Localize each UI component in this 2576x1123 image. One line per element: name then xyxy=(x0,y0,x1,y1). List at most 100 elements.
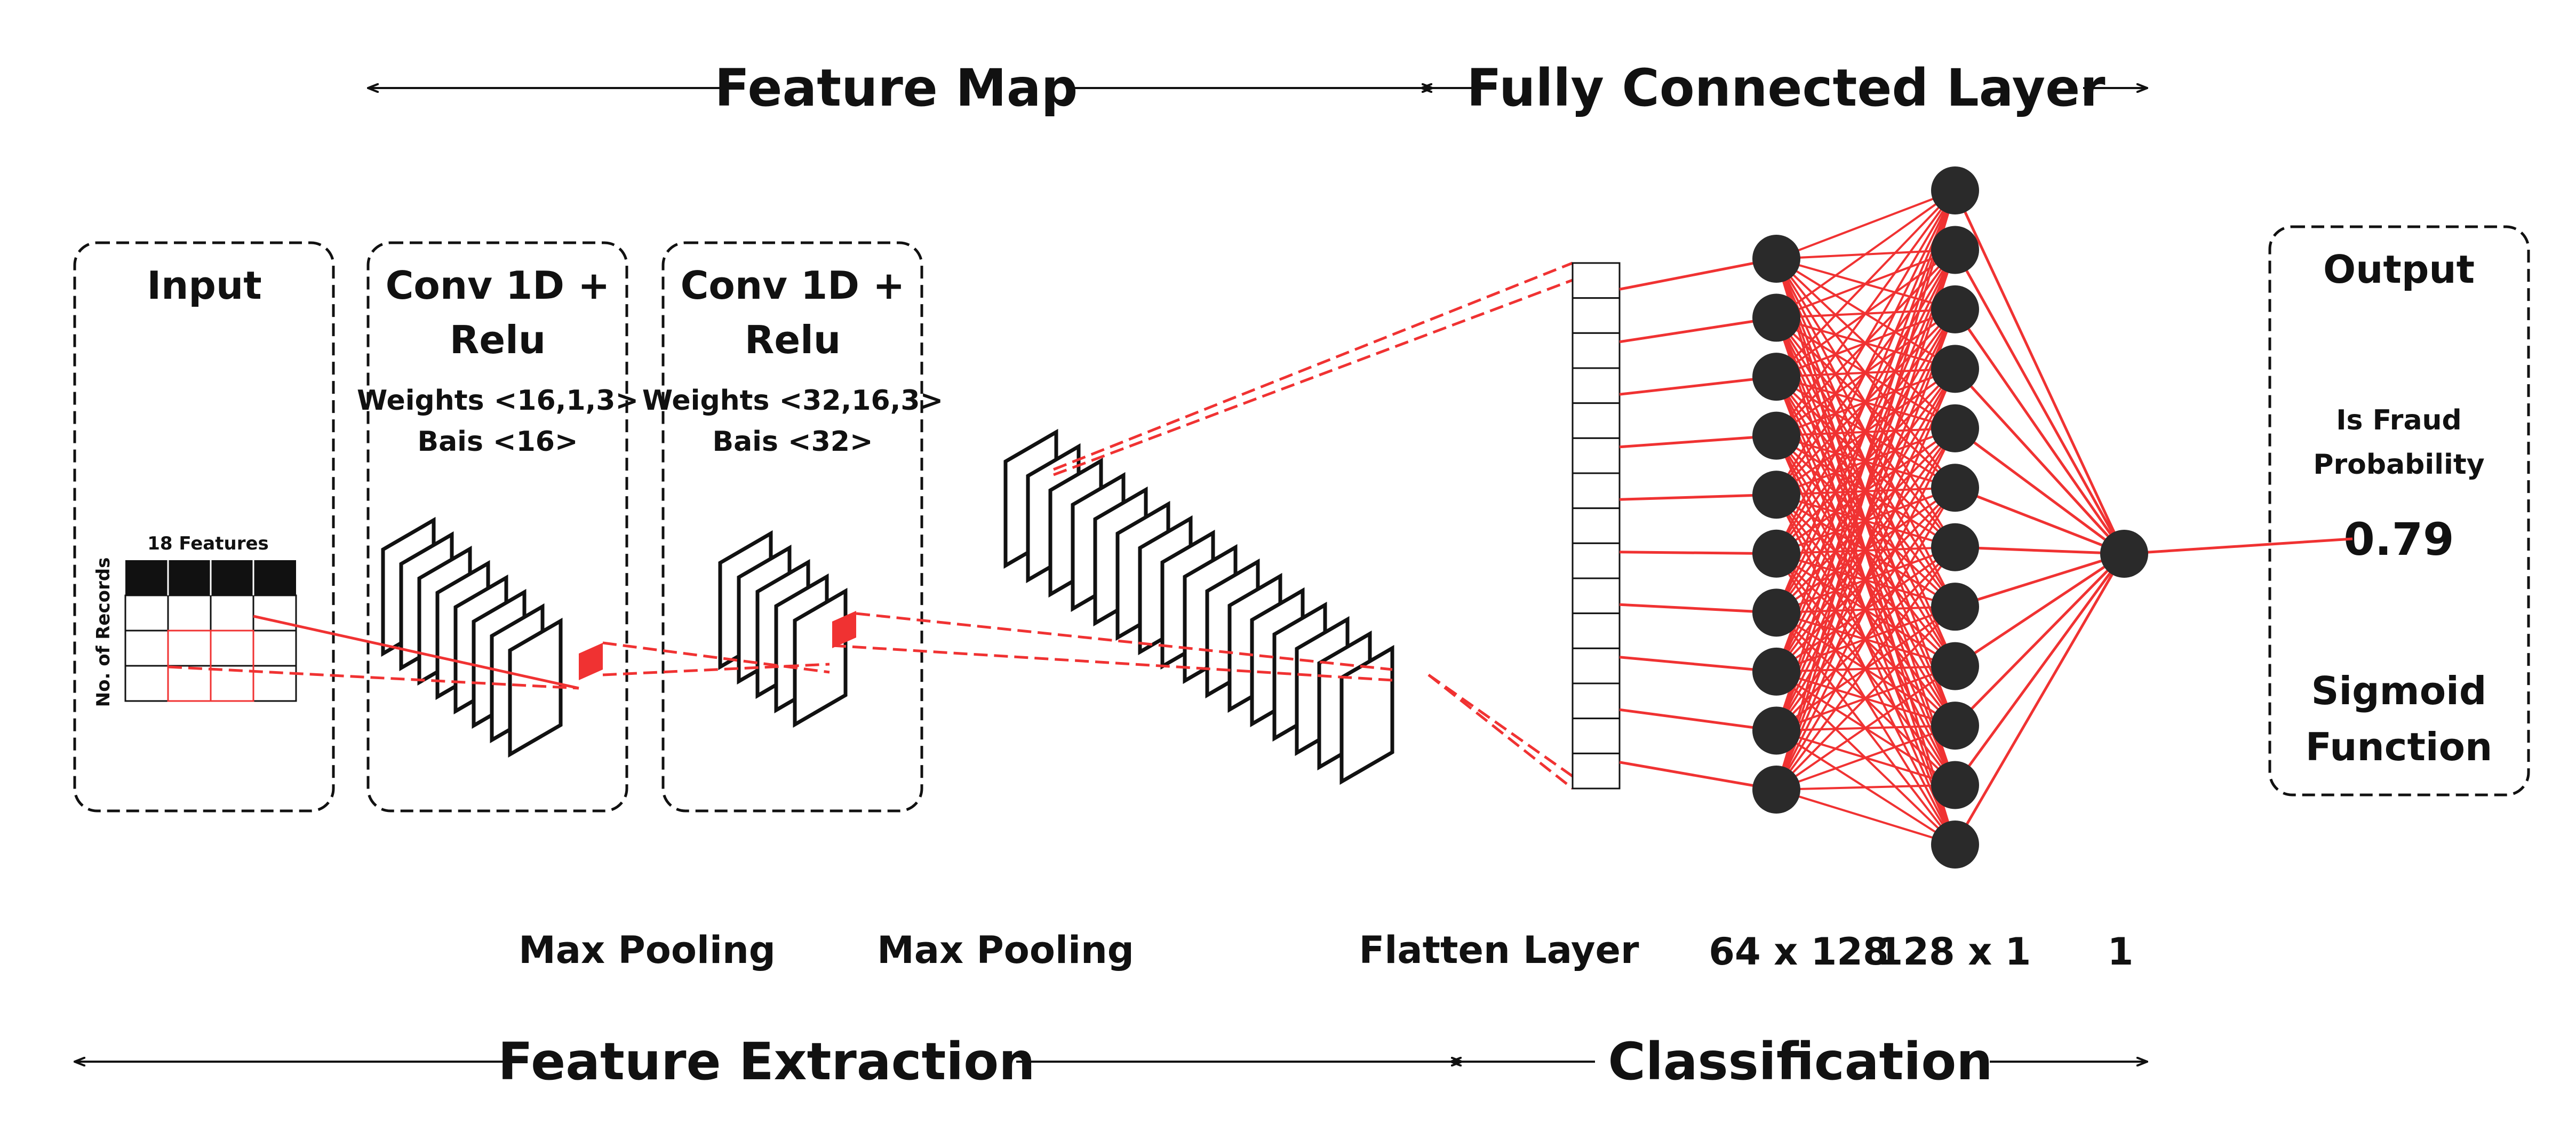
input-title: Input xyxy=(147,263,261,308)
flatten-to-dense-connection xyxy=(1619,257,1777,291)
dashed-connection xyxy=(1053,261,1573,471)
flatten-cell xyxy=(1572,402,1621,439)
input-box xyxy=(73,241,335,813)
dense-connection xyxy=(1775,546,1956,791)
output-func-line2: Function xyxy=(2306,724,2493,769)
dense-layer1-node xyxy=(1752,588,1800,637)
dense-layer1-node xyxy=(1752,293,1800,342)
dense-to-output-connection xyxy=(1955,552,2125,608)
feature-extraction-label: Feature Extraction xyxy=(498,1032,1035,1092)
flatten-to-dense-connection xyxy=(1619,434,1777,449)
dense-layer1-node xyxy=(1752,471,1800,519)
fully-connected-header: Fully Connected Layer xyxy=(1422,58,2147,118)
output-node xyxy=(2100,530,2148,578)
flatten-cell xyxy=(1572,472,1621,509)
conv1-feature-map xyxy=(508,617,563,758)
dense-layer2-node xyxy=(1931,821,1979,869)
flatten-layer-label: Flatten Layer xyxy=(1359,928,1639,972)
dense-layer2-node xyxy=(1931,464,1979,512)
dense-layer2-node xyxy=(1931,166,1979,214)
dense1-size-label: 64 x 128 xyxy=(1709,930,1888,974)
dense-layer1-node xyxy=(1752,235,1800,283)
output-prob-line2: Probability xyxy=(2313,449,2484,481)
dense-connection xyxy=(1775,368,1956,790)
dense-layer1-node xyxy=(1752,647,1800,696)
dense-layer2-node xyxy=(1931,285,1979,333)
input-table-cell xyxy=(210,630,254,667)
dense-to-output-connection xyxy=(1953,308,2126,555)
flatten-cell xyxy=(1572,332,1621,369)
dense2-size-label: 128 x 1 xyxy=(1877,930,2031,974)
conv1-title-line1: Conv 1D + xyxy=(386,263,610,308)
conv2-title-line2: Relu xyxy=(745,317,841,362)
classification-footer: Classification xyxy=(1451,1032,2147,1092)
dense-connection xyxy=(1775,189,1956,319)
dashed-connection xyxy=(602,663,830,676)
dense-layer2-node xyxy=(1931,761,1979,809)
dense-layer2-node xyxy=(1931,583,1979,631)
input-table-header: 18 Features xyxy=(147,533,269,554)
classification-label: Classification xyxy=(1608,1032,1992,1092)
dense-layer1-node xyxy=(1752,529,1800,578)
conv1-weights: Weights <16,1,3> xyxy=(357,385,639,417)
flatten-to-dense-connection xyxy=(1619,708,1777,732)
input-row-axis-label: No. of Records xyxy=(93,557,114,707)
flatten-to-dense-connection xyxy=(1619,551,1777,555)
flatten-to-dense-connection xyxy=(1619,375,1777,396)
dashed-connection xyxy=(1427,673,1574,778)
dense-connection xyxy=(1775,190,1956,672)
dense-to-output-connection xyxy=(1953,189,2126,555)
output-value: 0.79 xyxy=(2343,513,2454,566)
pooled-feature-maps xyxy=(1003,428,1394,785)
input-table-cell xyxy=(124,665,169,702)
output-prob-line1: Is Fraud xyxy=(2336,404,2462,436)
output-title: Output xyxy=(2323,247,2475,292)
dense-to-output-connection xyxy=(1953,249,2126,555)
dense-layer2-node xyxy=(1931,523,1979,571)
dense-connection xyxy=(1775,190,1956,790)
dense-layer2-node xyxy=(1931,345,1979,393)
flatten-to-dense-connection xyxy=(1619,316,1777,344)
input-table xyxy=(124,560,297,702)
dense-layer2-node xyxy=(1931,404,1979,452)
conv2-weights: Weights <32,16,3> xyxy=(642,385,943,417)
dense-to-output-connection xyxy=(1953,553,2126,786)
input-table-cell xyxy=(167,594,212,632)
input-table-cell xyxy=(167,630,212,667)
max-pooling-label-1: Max Pooling xyxy=(519,928,776,972)
feature-map-header: Feature Map xyxy=(368,58,1432,118)
dense-to-output-connection xyxy=(1954,553,2125,727)
flatten-cell xyxy=(1572,682,1621,720)
dense-layer1-node xyxy=(1752,353,1800,401)
dense-connection xyxy=(1775,190,1956,731)
dense-connection xyxy=(1775,427,1956,790)
output-to-value-connection xyxy=(2124,537,2353,555)
conv2-title-line1: Conv 1D + xyxy=(681,263,905,308)
dense-to-output-connection xyxy=(1953,553,2126,846)
input-table-cell xyxy=(210,594,254,632)
conv2-filter-highlight xyxy=(832,611,856,648)
flatten-cell xyxy=(1572,262,1621,299)
input-table-cell xyxy=(124,630,169,667)
dense-connection xyxy=(1776,789,1956,846)
pooled-feature-map xyxy=(1339,644,1394,785)
dense-connection xyxy=(1775,606,1956,791)
conv1-feature-maps xyxy=(381,516,563,758)
dense-to-output-connection xyxy=(1954,552,2125,667)
dense-to-output-connection xyxy=(1954,368,2125,555)
dense-layer1-node xyxy=(1752,411,1800,460)
flatten-cell xyxy=(1572,647,1621,684)
flatten-cell xyxy=(1572,542,1621,579)
conv2-box xyxy=(661,241,923,813)
dense-connection xyxy=(1775,190,1956,614)
dense-layer2-node xyxy=(1931,226,1979,274)
conv2-bias: Bais <32> xyxy=(712,426,873,458)
max-pooling-label-2: Max Pooling xyxy=(877,928,1134,972)
dense-connection xyxy=(1776,784,1956,791)
flatten-layer xyxy=(1572,262,1621,790)
dense-connection xyxy=(1775,249,1956,790)
output-box xyxy=(2268,225,2530,797)
connection-lines xyxy=(168,261,1574,790)
output-func-line1: Sigmoid xyxy=(2311,668,2487,713)
